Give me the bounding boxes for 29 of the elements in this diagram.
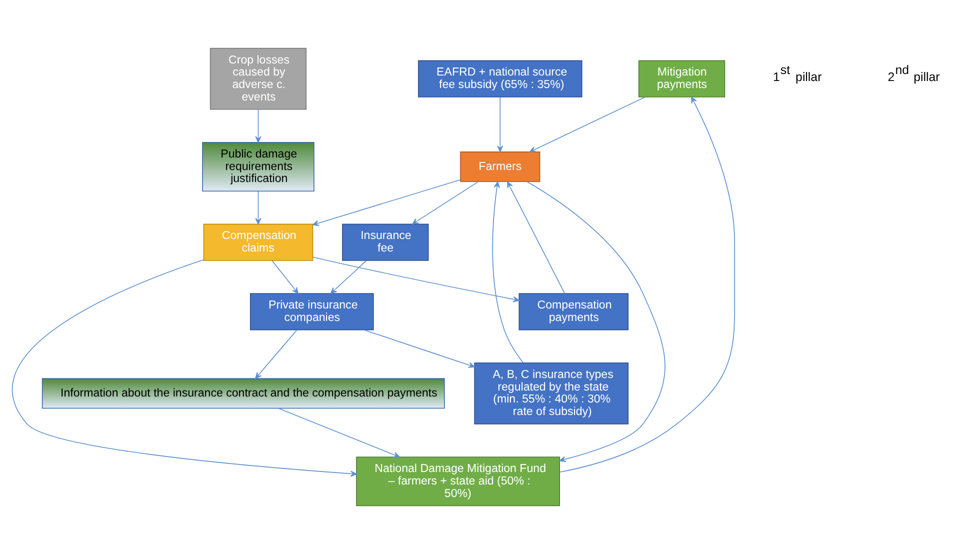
arrow bbox=[330, 260, 367, 294]
arrow bbox=[497, 96, 504, 152]
arrow bbox=[412, 181, 479, 224]
arrow bbox=[12, 259, 357, 477]
arrow bbox=[526, 181, 666, 462]
node-box: Crop losses caused by adverse c. events bbox=[210, 48, 307, 110]
node-box: National Damage Mitigation Fund – farmers + state aid (50% : 50%) bbox=[356, 456, 560, 506]
arrow bbox=[529, 96, 646, 152]
arrow bbox=[559, 96, 736, 473]
node-box: Compensation claims bbox=[203, 224, 314, 261]
node-box: Compensation payments bbox=[518, 293, 629, 330]
node-box: Public damage requirements justification bbox=[202, 142, 314, 192]
node-box: Farmers bbox=[460, 152, 540, 182]
arrow bbox=[312, 179, 461, 226]
node-box: Information about the insurance contract and the compensation payments bbox=[42, 378, 445, 409]
arrow bbox=[255, 109, 262, 143]
arrow bbox=[507, 181, 566, 294]
arrow bbox=[255, 329, 298, 379]
arrow bbox=[272, 260, 299, 294]
arrow bbox=[312, 256, 520, 302]
node-box: A, B, C insurance types regulated by the state (min. 55% : 40% : 30% rate of subsidy) bbox=[474, 362, 629, 424]
node-box: Private insurance companies bbox=[250, 293, 374, 330]
arrow bbox=[255, 190, 262, 224]
arrow bbox=[492, 181, 524, 363]
arrow bbox=[278, 408, 400, 458]
node-box: Mitigation payments bbox=[638, 60, 726, 98]
node-box: EAFRD + national source fee subsidy (65% : 35%) bbox=[418, 60, 582, 98]
arrow bbox=[363, 329, 475, 368]
node-box: Insurance fee bbox=[342, 224, 429, 261]
